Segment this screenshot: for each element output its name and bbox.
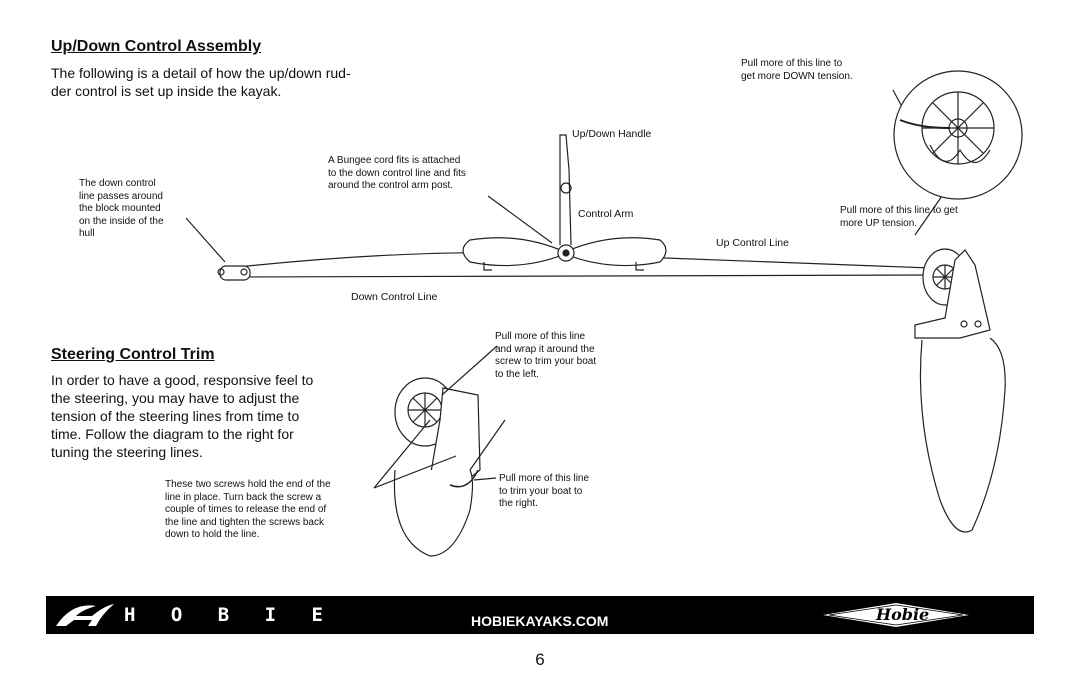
rudder-top-right [914,248,1006,533]
footer-brand: H O B I E [124,604,335,626]
right-trim-note: Pull more of this line to trim your boat… [499,473,589,511]
block-note-line: line passes around [79,190,163,202]
footer-url[interactable]: HOBIEKAYAKS.COM [471,613,609,629]
updown-intro-line-2: der control is set up inside the kayak. [51,83,282,99]
control-arm [462,134,667,271]
steering-section-title: Steering Control Trim [51,346,215,363]
left-trim-note-line: Pull more of this line [495,331,586,342]
bungee-note-line: A Bungee cord fits is attached [328,155,461,166]
bungee-note-line: around the control arm post. [328,180,454,191]
right-trim-note-line: to trim your boat to [499,485,583,497]
updown-handle-label: Up/Down Handle [572,128,652,140]
up-control-line-label: Up Control Line [716,237,789,249]
block-note-line: The down control [79,178,156,189]
block-note: The down control line passes around the … [79,178,164,241]
bungee-note-line: to the down control line and fits [328,167,466,179]
up-tension-note: Pull more of this line to get more UP te… [840,205,958,230]
screws-note: These two screws hold the end of the lin… [165,479,331,542]
screws-note-line: couple of times to release the end of [165,504,327,515]
steering-paragraph-line: the steering, you may have to adjust the [51,390,300,406]
down-tension-note: Pull more of this line to get more DOWN … [741,58,853,83]
left-trim-note-line: and wrap it around the [495,343,595,355]
updown-intro: The following is a detail of how the up/… [51,64,351,100]
up-tension-note-line: more UP tension. [840,217,918,229]
hull-block [217,265,251,281]
steering-paragraph-line: In order to have a good, responsive feel… [51,372,314,388]
down-tension-note-line: Pull more of this line to [741,58,843,69]
right-trim-note-line: the right. [499,498,538,509]
screws-note-line: the line and tighten the screws back [165,516,324,528]
block-note-line: hull [79,228,95,239]
updown-section-title: Up/Down Control Assembly [51,38,262,55]
rudder-detail-circle [893,70,1023,200]
left-trim-note-line: screw to trim your boat [495,356,597,367]
footer-bar: H O B I E HOBIEKAYAKS.COM Hobie [46,596,1034,634]
screws-note-line: down to hold the line. [165,529,260,540]
page-number: 6 [535,650,545,669]
control-arm-label: Control Arm [578,208,634,220]
block-note-line: the block mounted [79,203,161,214]
screws-note-line: These two screws hold the end of the [165,479,331,490]
steering-rudder [373,345,506,557]
updown-intro-line-1: The following is a detail of how the up/… [51,65,351,81]
left-trim-note-line: to the left. [495,368,539,380]
steering-paragraph-line: time. Follow the diagram to the right fo… [51,426,294,442]
left-trim-note: Pull more of this line and wrap it aroun… [495,331,596,381]
screws-note-line: line in place. Turn back the screw a [165,491,322,503]
down-control-line-label: Down Control Line [351,291,438,303]
hobie-script-logo: Hobie [821,601,971,629]
right-trim-note-line: Pull more of this line [499,473,590,484]
down-tension-note-line: get more DOWN tension. [741,70,853,82]
hobie-h-logo-icon [56,604,114,626]
logo-script-text: Hobie [876,605,930,624]
steering-paragraph-line: tuning the steering lines. [51,444,203,460]
hobie-diamond-logo-icon [823,603,969,627]
down-control-line [237,274,931,278]
bungee-note: A Bungee cord fits is attached to the do… [328,155,466,193]
steering-paragraph: In order to have a good, responsive feel… [51,371,313,461]
steering-paragraph-line: tension of the steering lines from time … [51,408,300,424]
block-note-line: on the inside of the [79,215,164,227]
up-tension-note-line: Pull more of this line to get [840,205,958,216]
